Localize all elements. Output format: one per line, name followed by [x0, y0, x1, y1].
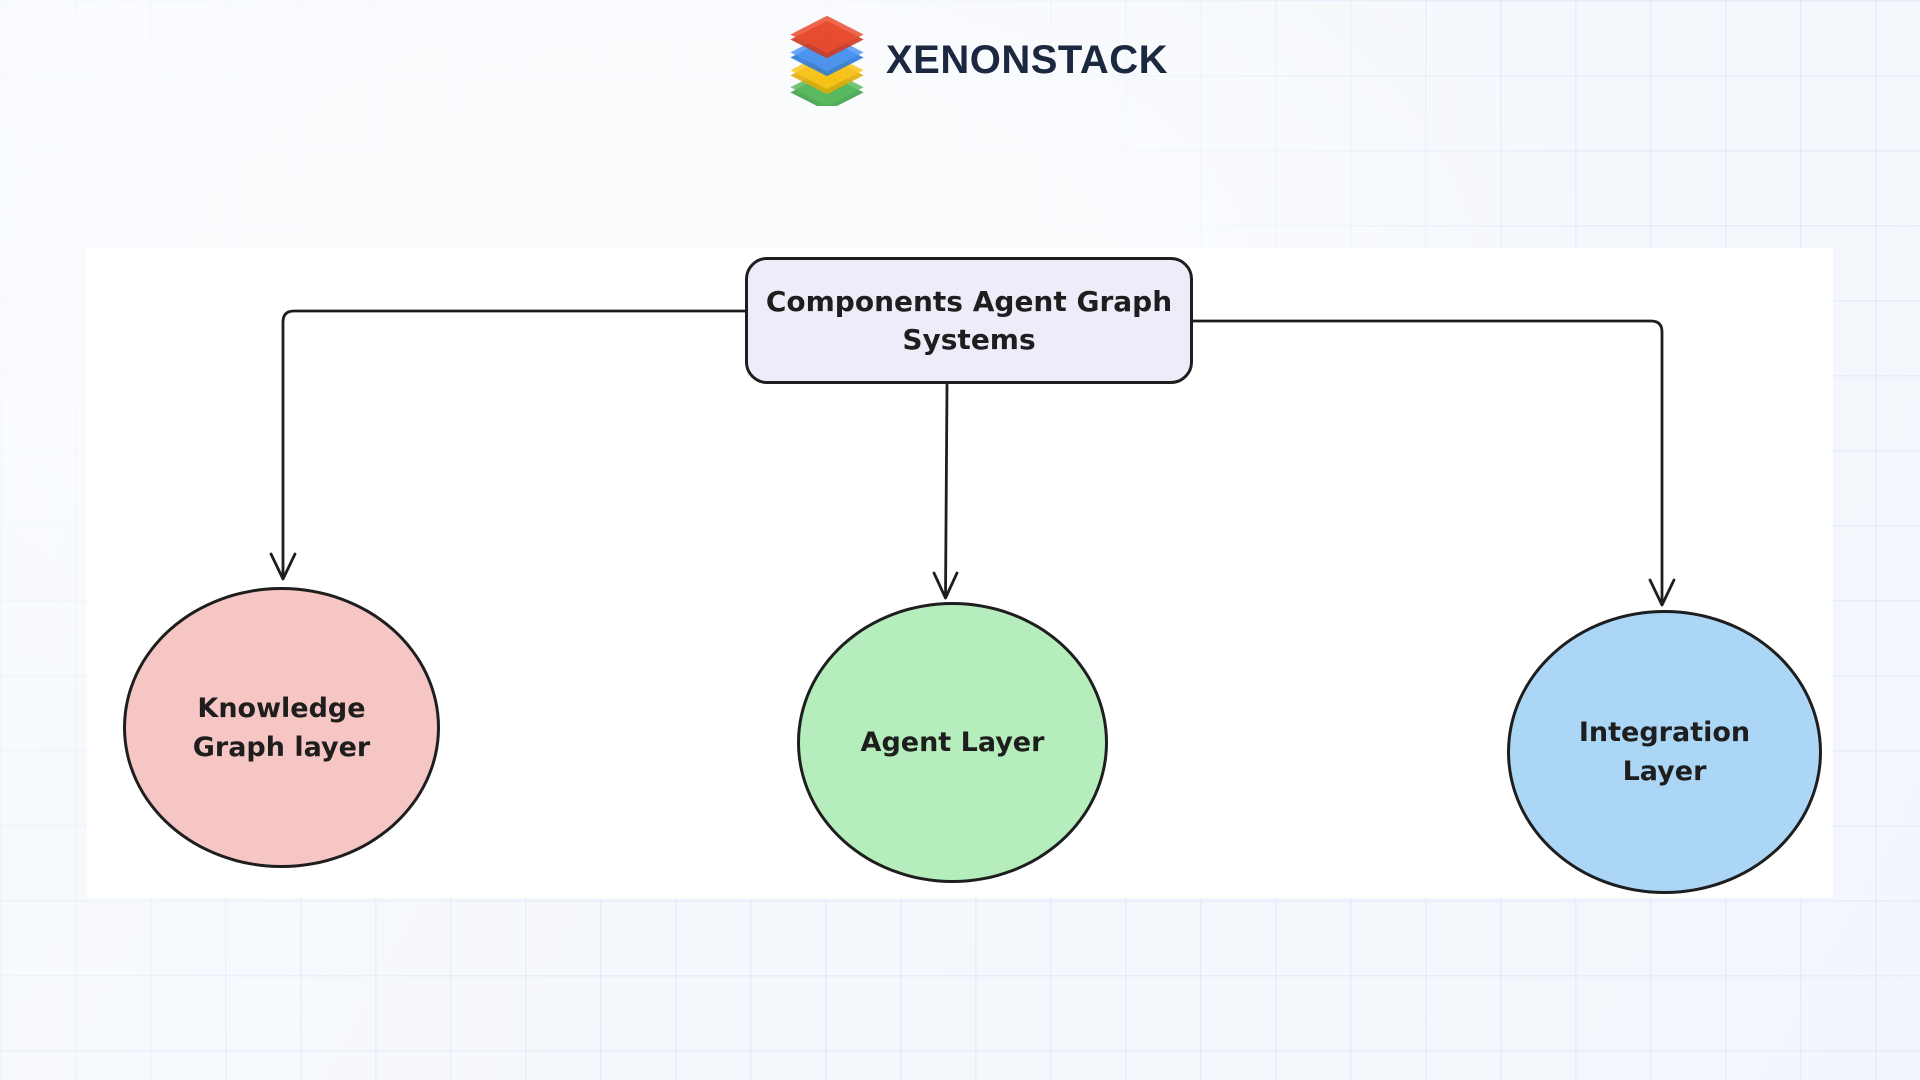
edge-root-agent — [932, 383, 959, 600]
xenonstack-logo-icon — [790, 15, 864, 106]
node-label-line: Layer — [1622, 756, 1707, 787]
node-label-line: Components Agent Graph — [765, 284, 1173, 318]
node-label-line: Agent Layer — [860, 727, 1045, 758]
node-integration-layer: Integration Layer — [1507, 610, 1822, 894]
edge-root-knowledge — [269, 309, 747, 581]
edge-root-integration — [1191, 319, 1676, 607]
node-agent-layer: Agent Layer — [797, 602, 1108, 883]
node-label-line: Integration — [1578, 717, 1751, 748]
brand-header: XENONSTACK — [782, 14, 1168, 106]
brand-name: XENONSTACK — [886, 37, 1169, 82]
node-components-agent-graph-systems: Components Agent Graph Systems — [745, 257, 1193, 384]
node-label-line: Systems — [902, 322, 1036, 356]
node-label-line: Graph layer — [192, 731, 371, 763]
node-label-line: Knowledge — [197, 692, 366, 724]
node-knowledge-graph-layer: Knowledge Graph layer — [123, 587, 440, 868]
